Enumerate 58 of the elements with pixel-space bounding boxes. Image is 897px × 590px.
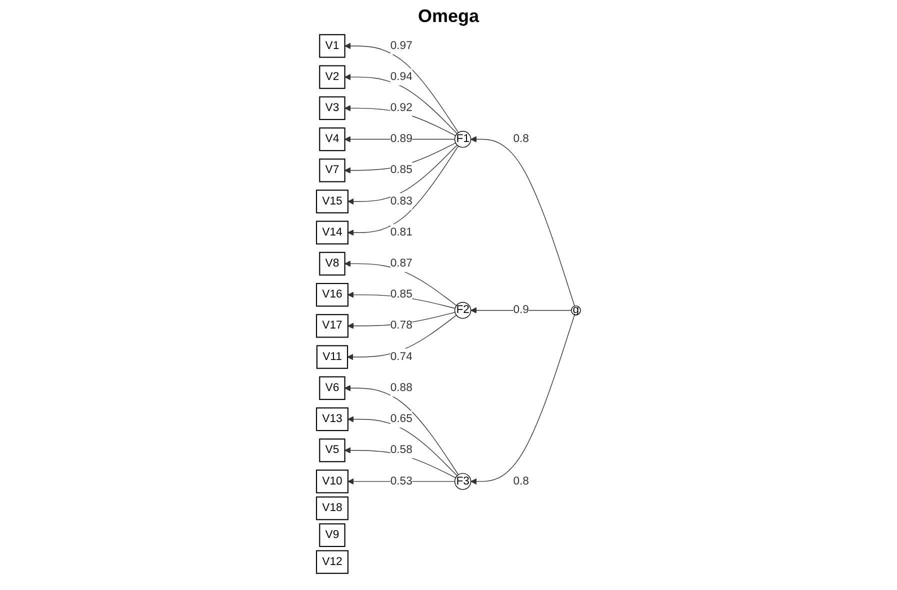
arrow: [347, 314, 457, 360]
node-box: V7: [319, 158, 346, 182]
node-box: V5: [319, 438, 346, 462]
arrow: [348, 292, 456, 309]
edge-label: 0.92: [390, 102, 412, 114]
node-box: V17: [316, 314, 348, 338]
node-box: V13: [316, 407, 348, 432]
edge-label: 0.74: [390, 350, 412, 363]
arrow: [348, 416, 458, 476]
arrow: [348, 144, 458, 205]
node-box: V9: [319, 523, 346, 547]
edge-label: 0.94: [390, 70, 412, 83]
node-box: V18: [316, 496, 348, 520]
edge-label: 0.85: [390, 164, 412, 176]
edge-label: 0.87: [390, 257, 412, 270]
arrow: [344, 136, 456, 142]
node-box: V12: [316, 550, 348, 574]
node-circle: F2: [454, 302, 472, 319]
node-box: V2: [319, 65, 346, 89]
edge-label: 0.85: [390, 288, 412, 300]
edge-label: 0.81: [390, 226, 412, 238]
node-box: V1: [319, 34, 346, 58]
edge-label: 0.58: [390, 444, 412, 456]
arrow: [344, 385, 459, 476]
edge-label: 0.8: [513, 132, 529, 145]
arrow: [344, 74, 458, 134]
edge-label: 0.83: [390, 195, 412, 208]
edge-label: 0.9: [513, 304, 529, 316]
diagram-title: Omega: [416, 6, 480, 27]
node-box: V8: [319, 252, 346, 276]
arrow: [344, 260, 457, 306]
arrow: [470, 314, 575, 485]
edge-label: 0.53: [390, 475, 412, 488]
edge-label: 0.8: [513, 475, 529, 488]
node-box: V4: [319, 127, 346, 152]
node-circle: F3: [454, 473, 472, 490]
node-box: V16: [316, 282, 348, 307]
node-box: V11: [316, 345, 348, 369]
node-box: V10: [316, 470, 348, 494]
arrow: [348, 312, 456, 330]
arrow: [470, 307, 572, 314]
arrow: [344, 447, 456, 478]
arrow: [344, 42, 459, 133]
arrow: [348, 146, 459, 236]
edge-label: 0.88: [390, 382, 412, 394]
edge-label: 0.78: [390, 320, 412, 332]
node-circle: F1: [454, 130, 472, 148]
node-box: V15: [316, 190, 348, 214]
node-box: V3: [319, 96, 346, 120]
edge-label: 0.89: [390, 132, 412, 145]
node-box: V6: [319, 376, 346, 400]
edge-label: 0.65: [390, 412, 412, 425]
arrow: [344, 105, 456, 136]
arrow: [470, 136, 575, 306]
arrow: [348, 478, 456, 485]
arrow: [344, 142, 456, 174]
edge-label: 0.97: [390, 40, 412, 52]
node-box: V14: [316, 220, 348, 244]
